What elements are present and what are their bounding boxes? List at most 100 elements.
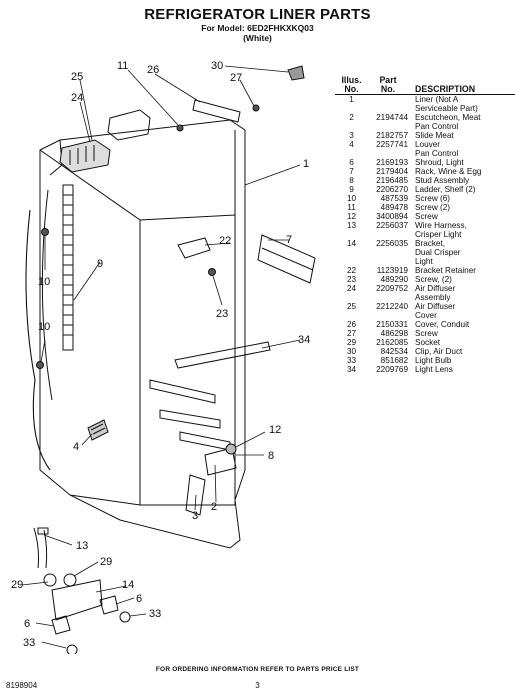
cell-part-no: 851682 bbox=[380, 356, 408, 365]
liner-back-edge bbox=[139, 214, 236, 506]
description-line: Stud Assembly bbox=[415, 176, 470, 185]
cell-illus-no: 8 bbox=[349, 176, 354, 185]
header-description: DESCRIPTION bbox=[415, 84, 476, 94]
cell-part-no: 2182757 bbox=[376, 131, 408, 140]
description-line: Clip, Air Duct bbox=[415, 347, 463, 356]
document-number: 8198904 bbox=[6, 681, 38, 690]
cell-description: Wire Harness,Crisper Light bbox=[411, 221, 515, 239]
cell-description: Slide Meat bbox=[411, 131, 515, 140]
cell-description: Shroud, Light bbox=[411, 158, 515, 167]
description-line: Screw, (2) bbox=[415, 275, 452, 284]
escutcheon bbox=[204, 447, 237, 476]
exploded-parts-diagram: 25 11 26 30 27 24 1 9 10 10 22 7 23 34 4… bbox=[11, 60, 316, 654]
page-title: REFRIGERATOR LINER PARTS bbox=[144, 6, 371, 23]
callout-8: 8 bbox=[268, 450, 274, 462]
cell-illus-no: 25 bbox=[346, 302, 357, 311]
cell-description: Stud Assembly bbox=[411, 176, 515, 185]
description-line: Dual Crisper bbox=[415, 248, 461, 257]
description-line: Serviceable Part) bbox=[415, 104, 478, 113]
callout-23: 23 bbox=[216, 308, 228, 320]
description-line: Louver bbox=[415, 140, 441, 149]
callout-1: 1 bbox=[303, 158, 309, 170]
description-line: Cover, Conduit bbox=[415, 320, 470, 329]
cell-part-no: 2256037 bbox=[376, 221, 408, 230]
description-line: Shroud, Light bbox=[415, 158, 464, 167]
description-line: Pan Control bbox=[415, 122, 459, 131]
callout-27: 27 bbox=[230, 72, 242, 84]
parts-table-header: Illus. No. Part No. DESCRIPTION bbox=[335, 76, 515, 95]
description-line: Light bbox=[415, 257, 433, 266]
callout-10-upper: 10 bbox=[38, 276, 50, 288]
table-row: 30 842534 Clip, Air Duct bbox=[335, 347, 515, 356]
callout-33-left: 33 bbox=[23, 637, 35, 649]
table-row: 8 2196485 Stud Assembly bbox=[335, 176, 515, 185]
callout-33-right: 33 bbox=[149, 608, 161, 620]
diffuser-cover bbox=[107, 109, 151, 141]
callout-29-right: 29 bbox=[100, 556, 112, 568]
description-line: Assembly bbox=[415, 293, 451, 302]
cell-illus-no: 33 bbox=[346, 356, 357, 365]
description-line: Escutcheon, Meat bbox=[415, 113, 481, 122]
callout-11: 11 bbox=[117, 60, 128, 72]
description-line: Bracket Retainer bbox=[415, 266, 476, 275]
callout-34: 34 bbox=[298, 334, 310, 346]
description-line: Socket bbox=[415, 338, 441, 347]
callout-26: 26 bbox=[147, 64, 159, 76]
callout-6-left: 6 bbox=[24, 618, 30, 630]
cell-part-no: 2206270 bbox=[376, 185, 408, 194]
description-line: Screw (2) bbox=[415, 203, 451, 212]
air-duct-clip bbox=[287, 65, 305, 81]
callout-30: 30 bbox=[211, 60, 223, 72]
conduit-cover bbox=[192, 99, 241, 123]
cell-part-no: 2150331 bbox=[376, 320, 408, 329]
cell-description: Rack, Wine & Egg bbox=[411, 167, 515, 176]
callout-10-lower: 10 bbox=[38, 321, 50, 333]
cell-illus-no: 10 bbox=[346, 194, 357, 203]
cell-illus-no: 2 bbox=[349, 113, 354, 122]
cell-description: Ladder, Shelf (2) bbox=[411, 185, 515, 194]
model-line: For Model: 6ED2FHKXKQ03 bbox=[201, 23, 314, 33]
description-line: Air Diffuser bbox=[415, 302, 456, 311]
cell-illus-no: 6 bbox=[349, 158, 354, 167]
cell-part-no: 2209752 bbox=[376, 284, 408, 293]
description-line: Light Lens bbox=[415, 365, 453, 374]
cell-description: Screw (2) bbox=[411, 203, 515, 212]
description-line: Wire Harness, bbox=[415, 221, 467, 230]
description-line: Rack, Wine & Egg bbox=[415, 167, 482, 176]
cell-illus-no: 23 bbox=[346, 275, 357, 284]
crisper-light-bracket bbox=[51, 579, 103, 621]
cell-illus-no: 30 bbox=[346, 347, 357, 356]
cell-illus-no: 1 bbox=[349, 95, 354, 104]
cell-description: Clip, Air Duct bbox=[411, 347, 515, 356]
cell-part-no: 842534 bbox=[380, 347, 408, 356]
ordering-note: FOR ORDERING INFORMATION REFER TO PARTS … bbox=[155, 666, 360, 673]
table-row: 7 2179404 Rack, Wine & Egg bbox=[335, 167, 515, 176]
cell-description: Bracket Retainer bbox=[411, 266, 515, 275]
callout-22: 22 bbox=[219, 235, 231, 247]
cell-description: Screw bbox=[411, 329, 515, 338]
cell-part-no: 2196485 bbox=[376, 176, 408, 185]
cell-description: Screw (6) bbox=[411, 194, 515, 203]
cell-part-no: 2179404 bbox=[376, 167, 408, 176]
cell-description: Screw bbox=[411, 212, 515, 221]
color-line: (White) bbox=[243, 33, 272, 43]
description-line: Cover bbox=[415, 311, 437, 320]
light-lens bbox=[174, 341, 271, 369]
cell-illus-no: 24 bbox=[346, 284, 357, 293]
callout-2: 2 bbox=[211, 501, 217, 513]
cell-illus-no: 7 bbox=[349, 167, 354, 176]
cell-illus-no: 27 bbox=[346, 329, 357, 338]
